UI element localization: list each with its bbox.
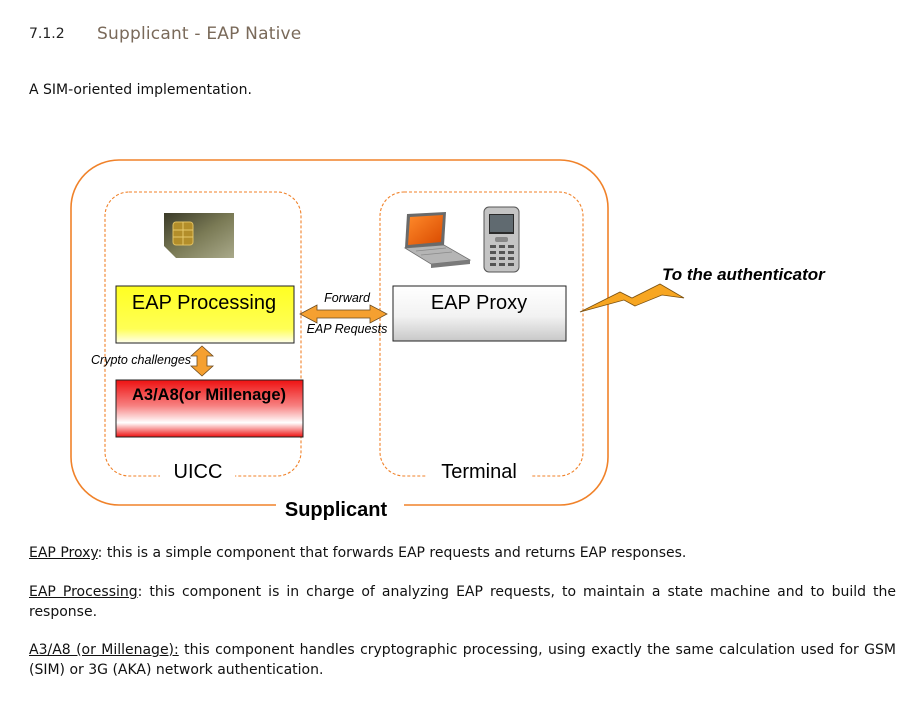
- a3a8-label: A3/A8(or Millenage): [132, 386, 286, 404]
- forward-double-arrow: [299, 304, 388, 324]
- crypto-double-arrow: [189, 345, 215, 377]
- terminal-label: Terminal: [441, 461, 517, 483]
- eap-processing-description-text: : this component is in charge of analyzi…: [29, 584, 896, 620]
- forward-label: Forward: [324, 291, 371, 305]
- laptop-icon: [403, 212, 472, 268]
- eap-proxy-label: EAP Proxy: [431, 292, 527, 314]
- crypto-challenges-label: Crypto challenges: [91, 353, 191, 367]
- a3a8-box: [115, 379, 304, 438]
- eap-proxy-term: EAP Proxy: [29, 545, 98, 561]
- eap-processing-description: EAP Processing: this component is in cha…: [29, 582, 896, 622]
- eap-requests-label: EAP Requests: [307, 322, 388, 336]
- eap-processing-term: EAP Processing: [29, 584, 138, 600]
- eap-processing-label: EAP Processing: [132, 292, 276, 314]
- mobile-phone-icon: [483, 206, 520, 273]
- intro-text: A SIM-oriented implementation.: [29, 82, 252, 98]
- section-title: Supplicant - EAP Native: [97, 24, 302, 44]
- section-number: 7.1.2: [29, 26, 65, 42]
- uicc-label: UICC: [174, 461, 223, 483]
- a3a8-term: A3/A8 (or Millenage):: [29, 642, 179, 658]
- supplicant-label: Supplicant: [285, 499, 388, 521]
- terminal-region: [379, 191, 584, 477]
- lightning-bolt-icon: [579, 283, 685, 313]
- eap-proxy-box: [392, 285, 567, 342]
- sim-card-icon: [164, 213, 234, 258]
- eap-proxy-description: EAP Proxy: this is a simple component th…: [29, 543, 896, 563]
- eap-proxy-description-text: : this is a simple component that forwar…: [97, 545, 687, 561]
- to-authenticator-label: To the authenticator: [662, 265, 826, 284]
- a3a8-description-text: this component handles cryptographic pro…: [29, 642, 896, 678]
- supplicant-diagram: Supplicant UICC Terminal: [70, 159, 826, 521]
- eap-processing-box: [115, 285, 295, 344]
- a3a8-description: A3/A8 (or Millenage): this component han…: [29, 640, 896, 680]
